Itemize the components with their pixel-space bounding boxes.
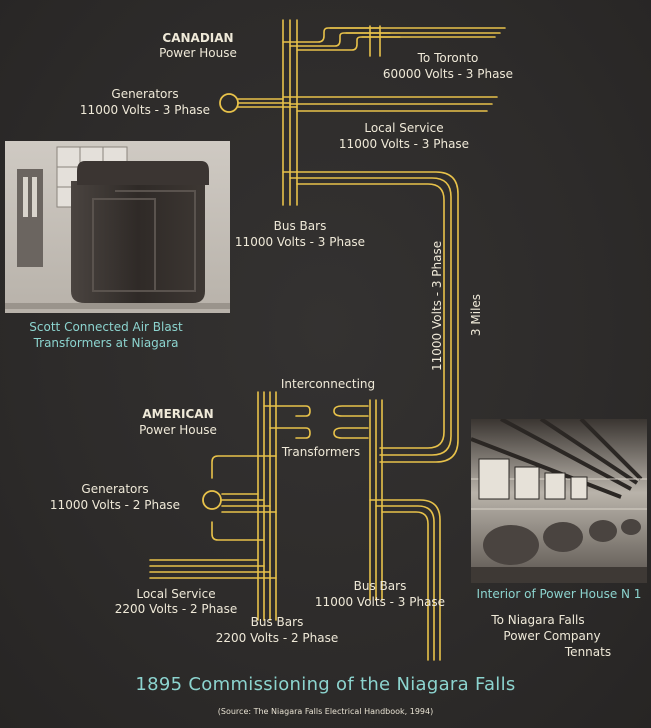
american-generators-spec: 11000 Volts - 2 Phase <box>49 498 181 512</box>
niagara-dest-line3: Tennats <box>564 645 612 659</box>
transformers-label: Transformers <box>281 445 361 459</box>
american-local-service-spec: 2200 Volts - 2 Phase <box>114 602 238 616</box>
canadian-bus-bars-label: Bus Bars <box>273 219 327 233</box>
niagara-dest-line2: Power Company <box>503 629 601 643</box>
american-local-service-label: Local Service <box>136 587 216 601</box>
canadian-generators-spec: 11000 Volts - 3 Phase <box>79 103 211 117</box>
canadian-subtitle: Power House <box>159 46 237 60</box>
transformer-caption-line2: Transformers at Niagara <box>33 336 179 350</box>
power-house-interior-photo <box>471 419 647 583</box>
american-bus-bars-2ph-spec: 2200 Volts - 2 Phase <box>215 631 339 645</box>
american-subtitle: Power House <box>139 423 217 437</box>
american-bus-bars-3ph-label: Bus Bars <box>353 579 407 593</box>
toronto-label: To Toronto <box>417 51 479 65</box>
transformer-photo <box>5 141 230 313</box>
interconnecting-label: Interconnecting <box>280 377 376 391</box>
canadian-generator-symbol <box>219 93 239 113</box>
interconnecting-transformers <box>263 405 369 439</box>
transformer-caption-line1: Scott Connected Air Blast <box>29 320 183 334</box>
source-note: (Source: The Niagara Falls Electrical Ha… <box>217 707 434 716</box>
american-generators-label: Generators <box>81 482 149 496</box>
transmission-line <box>282 171 459 463</box>
american-generator-lines <box>211 455 277 541</box>
canadian-generator-lines <box>237 98 298 108</box>
toronto-lines <box>282 25 506 57</box>
canadian-local-service-label: Local Service <box>364 121 444 135</box>
canadian-title: CANADIAN <box>162 31 234 45</box>
transmission-voltage-label: 11000 Volts - 3 Phase <box>430 240 444 371</box>
toronto-spec: 60000 Volts - 3 Phase <box>382 67 514 81</box>
diagram-title: 1895 Commissioning of the Niagara Falls <box>135 674 516 695</box>
transmission-distance-label: 3 Miles <box>469 293 483 337</box>
american-generator-symbol <box>202 490 222 510</box>
american-bus-bars-2ph-label: Bus Bars <box>250 615 304 629</box>
american-local-service-lines <box>149 559 277 579</box>
canadian-local-service-spec: 11000 Volts - 3 Phase <box>338 137 470 151</box>
canadian-bus-bars <box>282 19 298 206</box>
interior-caption: Interior of Power House N 1 <box>476 587 642 601</box>
american-title: AMERICAN <box>142 407 214 421</box>
canadian-bus-bars-spec: 11000 Volts - 3 Phase <box>234 235 366 249</box>
american-bus-bars-3ph-spec: 11000 Volts - 3 Phase <box>314 595 446 609</box>
niagara-dest-line1: To Niagara Falls <box>491 613 585 627</box>
canadian-generators-label: Generators <box>111 87 179 101</box>
canadian-local-service-lines <box>282 96 498 112</box>
niagara-feed-lines <box>369 499 441 661</box>
